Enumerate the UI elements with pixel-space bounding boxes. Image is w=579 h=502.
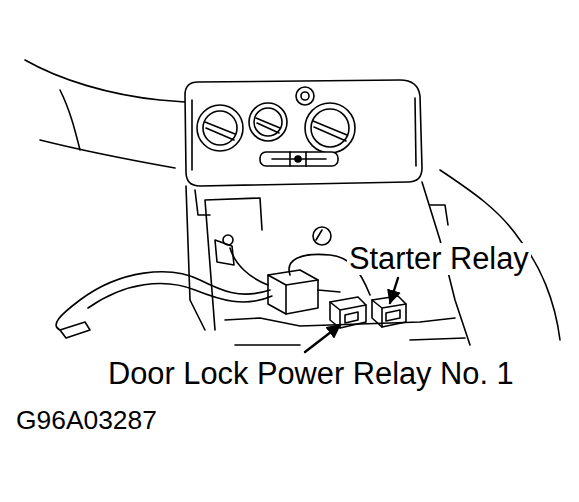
wire-harness xyxy=(88,284,272,308)
console-body xyxy=(195,190,210,215)
figure-code: G96A03287 xyxy=(14,407,159,435)
hvac-knob xyxy=(249,103,287,141)
part-label: Starter Relay xyxy=(347,243,531,275)
part-label: Door Lock Power Relay No. 1 xyxy=(106,358,516,390)
small-dial xyxy=(296,87,314,105)
wire-harness xyxy=(230,248,268,285)
hvac-knob xyxy=(197,105,243,151)
dashboard-edge xyxy=(25,60,185,102)
leader-arrow xyxy=(390,278,398,303)
console-body xyxy=(235,338,465,345)
wire-harness xyxy=(56,272,270,330)
hvac-knob xyxy=(305,103,355,153)
center-panel-inner xyxy=(192,98,416,170)
dashboard-edge xyxy=(40,140,175,168)
screw-hole xyxy=(316,230,322,240)
slider-control xyxy=(260,152,338,166)
screw xyxy=(223,235,233,245)
dashboard-edge xyxy=(430,205,448,225)
center-panel xyxy=(185,80,422,186)
screw-hole xyxy=(313,227,331,245)
dashboard-edge xyxy=(60,90,80,150)
wire-harness xyxy=(60,322,90,338)
console-body xyxy=(205,198,262,330)
leader-arrow xyxy=(305,325,340,352)
